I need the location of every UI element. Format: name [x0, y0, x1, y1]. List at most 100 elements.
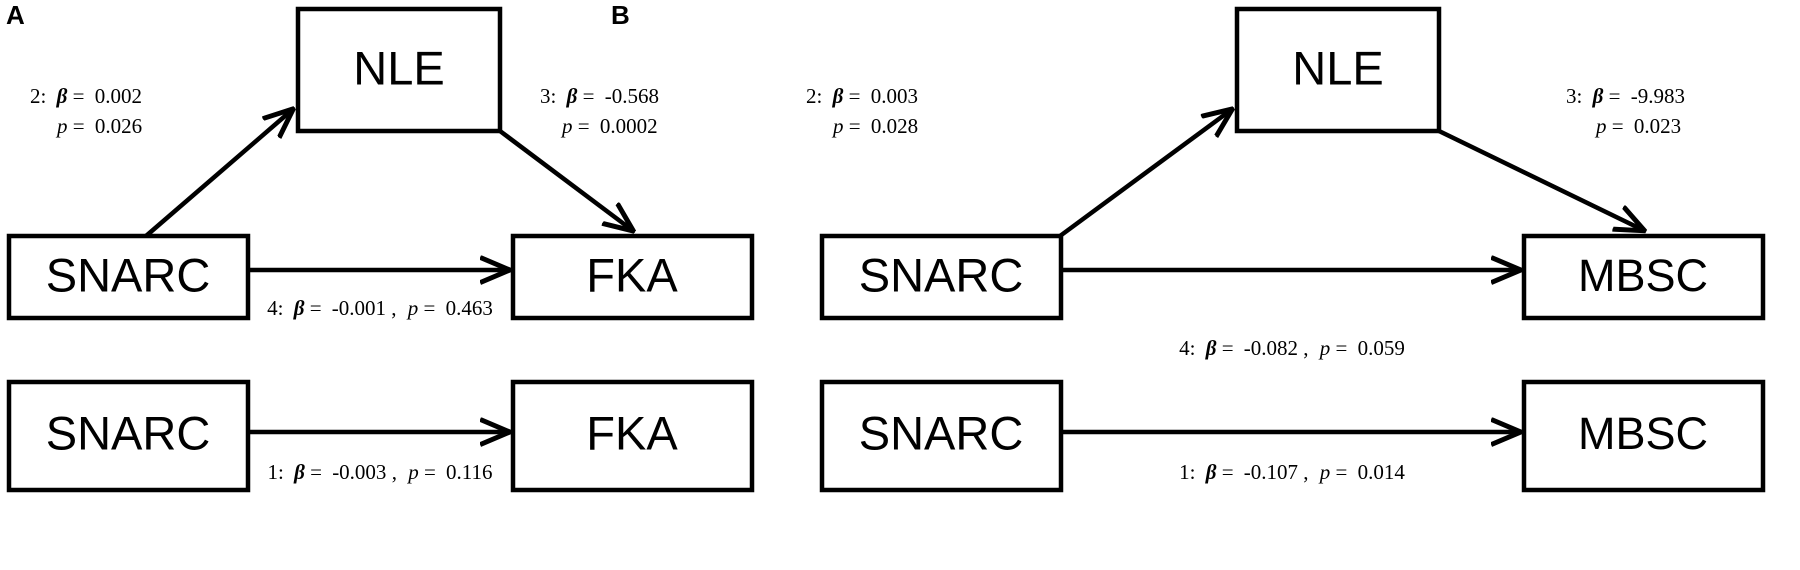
panel-a-path2-beta-eq: =	[73, 84, 85, 108]
panel-b-path2-beta-value: 0.003	[871, 84, 918, 108]
panel-a-path1-p-eq: =	[424, 460, 436, 484]
panel-b-path2-p-eq: =	[849, 114, 861, 138]
panel-a-node-outcome-mid[interactable]	[510, 233, 755, 321]
panel-b-path2-beta-eq: =	[849, 84, 861, 108]
panel-a-path3-p-value: 0.0002	[600, 114, 658, 138]
panel-a-node-nle-label: NLE	[353, 41, 444, 94]
panel-a-node-outcome-bottom-label: FKA	[586, 406, 678, 459]
panel-a: A NLE SNARC FKA SNARC FKA 2: β = 0.002	[6, 0, 755, 493]
panel-a-arrow-nle-to-outcome	[498, 129, 632, 230]
panel-a-node-outcome-bottom[interactable]	[510, 379, 755, 493]
panel-b-path4-beta-symbol: β	[1205, 336, 1217, 360]
panel-b-path3-p-value: 0.023	[1634, 114, 1681, 138]
panel-b-path2-p-value: 0.028	[871, 114, 918, 138]
panel-b-path1-beta-symbol: β	[1205, 460, 1217, 484]
panel-a-node-snarc-bottom[interactable]	[6, 379, 251, 493]
panel-a-path2-p-symbol: p	[55, 114, 68, 138]
panel-a-node-outcome-mid-label: FKA	[586, 248, 678, 301]
panel-a-path2-beta-value: 0.002	[95, 84, 142, 108]
panel-a-path2-p-eq: =	[73, 114, 85, 138]
panel-b: B NLE SNARC MBSC SNARC MBSC 2: β = 0.003	[611, 0, 1766, 493]
panel-b-path1-line: 1: β = -0.107 , p = 0.014	[1179, 460, 1405, 484]
panel-a-path4-beta-symbol: β	[293, 296, 305, 320]
panel-b-path1-p-symbol: p	[1318, 460, 1331, 484]
panel-a-path3-p-line: p = 0.0002	[560, 114, 658, 138]
panel-b-path3-beta-value: -9.983	[1631, 84, 1685, 108]
panel-b-path2-beta-symbol: β	[832, 84, 844, 108]
panel-b-path1-comma: ,	[1303, 460, 1308, 484]
panel-b-path4-beta-eq: =	[1222, 336, 1234, 360]
panel-a-path1-index: 1:	[267, 460, 283, 484]
panel-a-path1-beta-value: -0.003	[332, 460, 386, 484]
panel-b-path4-p-symbol: p	[1318, 336, 1331, 360]
panel-a-path1-p-value: 0.116	[446, 460, 492, 484]
panel-a-path3-p-symbol: p	[560, 114, 573, 138]
panel-b-path4-comma: ,	[1303, 336, 1308, 360]
panel-b-node-snarc-bottom[interactable]	[819, 379, 1064, 493]
panel-b-letter: B	[611, 0, 630, 30]
panel-b-path2-index: 2:	[806, 84, 822, 108]
panel-a-path4-beta-value: -0.001	[332, 296, 386, 320]
panel-a-path1-beta-symbol: β	[293, 460, 305, 484]
panel-b-path4-line: 4: β = -0.082 , p = 0.059	[1179, 336, 1405, 360]
panel-b-node-nle[interactable]	[1234, 6, 1442, 134]
panel-b-path2-p-line: p = 0.028	[831, 114, 918, 138]
panel-a-path1-comma: ,	[392, 460, 397, 484]
panel-a-path2-index: 2:	[30, 84, 46, 108]
panel-b-path1-index: 1:	[1179, 460, 1195, 484]
panel-b-path4-p-value: 0.059	[1358, 336, 1405, 360]
panel-b-path3-p-eq: =	[1612, 114, 1624, 138]
panel-a-path3-beta-eq: =	[583, 84, 595, 108]
panel-a-path4-index: 4:	[267, 296, 283, 320]
panel-a-path1-p-symbol: p	[406, 460, 419, 484]
panel-a-path4-p-eq: =	[424, 296, 436, 320]
panel-a-path4-p-symbol: p	[406, 296, 419, 320]
panel-b-arrow-snarc-to-nle	[1058, 110, 1231, 238]
panel-b-path1-beta-value: -0.107	[1244, 460, 1298, 484]
panel-a-path3-beta-value: -0.568	[605, 84, 659, 108]
panel-b-path3-index: 3:	[1566, 84, 1582, 108]
panel-a-node-snarc-mid[interactable]	[6, 233, 251, 321]
panel-a-path2-p-line: p = 0.026	[55, 114, 142, 138]
panel-b-path4-index: 4:	[1179, 336, 1195, 360]
panel-b-path4-p-eq: =	[1336, 336, 1348, 360]
panel-a-path4-line: 4: β = -0.001 , p = 0.463	[267, 296, 493, 320]
panel-a-path3-beta-line: 3: β = -0.568	[540, 84, 659, 108]
panel-b-path1-p-eq: =	[1336, 460, 1348, 484]
panel-a-path3-p-eq: =	[578, 114, 590, 138]
panel-a-path1-beta-eq: =	[310, 460, 322, 484]
panel-a-path3-beta-symbol: β	[566, 84, 578, 108]
panel-b-path3-beta-eq: =	[1609, 84, 1621, 108]
panel-b-path3-p-symbol: p	[1594, 114, 1607, 138]
panel-b-node-outcome-mid-label: MBSC	[1578, 250, 1708, 301]
panel-b-path1-p-value: 0.014	[1358, 460, 1406, 484]
panel-a-arrow-snarc-to-nle	[144, 110, 292, 238]
panel-b-path2-beta-line: 2: β = 0.003	[806, 84, 918, 108]
panel-b-node-outcome-mid[interactable]	[1521, 233, 1766, 321]
panel-b-node-nle-label: NLE	[1292, 41, 1383, 94]
panel-a-path2-beta-line: 2: β = 0.002	[30, 84, 142, 108]
panel-b-node-snarc-bottom-label: SNARC	[859, 406, 1024, 459]
panel-b-path3-beta-line: 3: β = -9.983	[1566, 84, 1685, 108]
panel-a-path4-beta-eq: =	[310, 296, 322, 320]
panel-a-node-snarc-bottom-label: SNARC	[46, 406, 211, 459]
panel-a-path4-p-value: 0.463	[446, 296, 493, 320]
panel-b-path4-beta-value: -0.082	[1244, 336, 1298, 360]
panel-a-path1-line: 1: β = -0.003 , p = 0.116	[267, 460, 492, 484]
panel-b-path2-p-symbol: p	[831, 114, 844, 138]
panel-b-node-snarc-mid-label: SNARC	[859, 248, 1024, 301]
panel-a-node-snarc-mid-label: SNARC	[46, 248, 211, 301]
panel-b-node-snarc-mid[interactable]	[819, 233, 1064, 321]
panel-a-path2-beta-symbol: β	[56, 84, 68, 108]
panel-b-path1-beta-eq: =	[1222, 460, 1234, 484]
panel-b-node-outcome-bottom-label: MBSC	[1578, 408, 1708, 459]
panel-b-node-outcome-bottom[interactable]	[1521, 379, 1766, 493]
panel-a-path3-index: 3:	[540, 84, 556, 108]
panel-b-path3-p-line: p = 0.023	[1594, 114, 1681, 138]
panel-b-path3-beta-symbol: β	[1592, 84, 1604, 108]
panel-a-node-nle[interactable]	[295, 6, 503, 134]
panel-a-letter: A	[6, 0, 25, 30]
panel-a-path4-comma: ,	[391, 296, 396, 320]
